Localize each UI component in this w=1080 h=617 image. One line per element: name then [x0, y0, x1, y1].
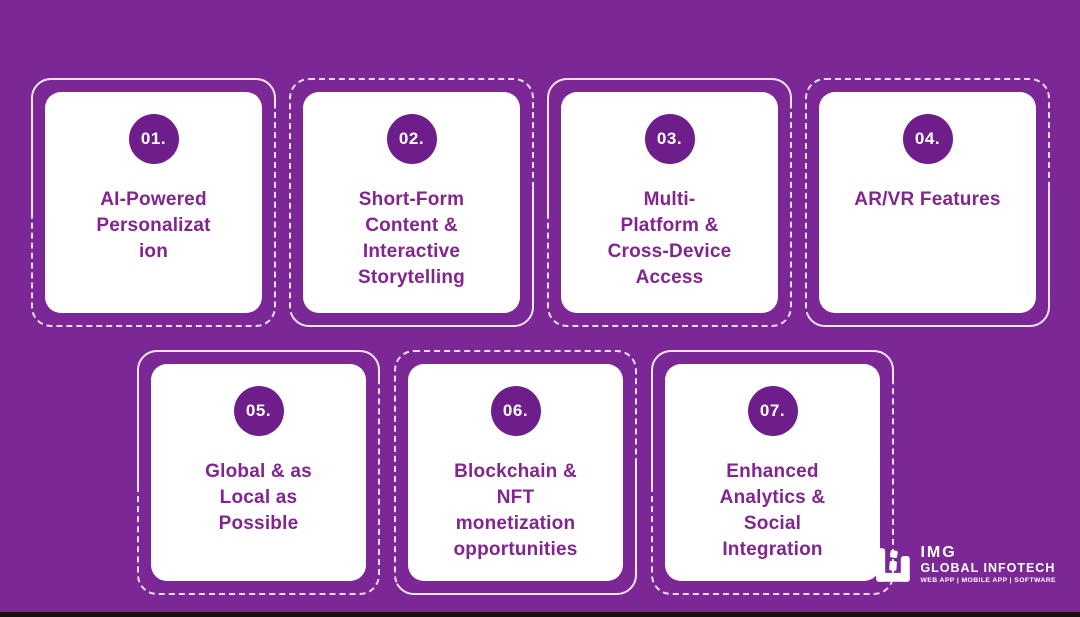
card-number: 01.: [140, 129, 167, 148]
feature-card-6: 06. Blockchain & NFT monetization opport…: [394, 350, 637, 595]
card-frame-dashed-border: [547, 107, 792, 327]
card-number: 05.: [245, 401, 272, 420]
card-number-badge: 05.: [233, 386, 284, 436]
card-body: 06. Blockchain & NFT monetization opport…: [408, 364, 623, 581]
card-number: 06.: [502, 401, 529, 420]
card-number: 04.: [914, 129, 941, 148]
feature-card-7: 07. Enhanced Analytics & Social Integrat…: [651, 350, 894, 595]
card-body: 04. AR/VR Features: [819, 92, 1036, 313]
card-title: Enhanced Analytics & Social Integration: [719, 461, 826, 560]
card-title: Global & as Local as Possible: [205, 461, 312, 534]
bottom-letterbox-bar: [0, 612, 1080, 617]
card-frame-dashed-border: [651, 379, 894, 595]
card-frame-dashed-border: [137, 379, 380, 595]
logo-tagline: WEB APP | MOBILE APP | SOFTWARE: [920, 577, 1056, 584]
card-number-badge: 07.: [747, 386, 798, 436]
card-frame-dashed-border: [31, 107, 276, 327]
card-body: 03. Multi- Platform & Cross-Device Acces…: [561, 92, 778, 313]
card-number: 07.: [759, 401, 786, 420]
img-global-infotech-logo-icon: [874, 545, 912, 585]
card-number-badge: 06.: [490, 386, 541, 436]
feature-card-4: 04. AR/VR Features: [805, 78, 1050, 327]
feature-card-1: 01. AI-Powered Personalizat ion: [31, 78, 276, 327]
card-body: 05. Global & as Local as Possible: [151, 364, 366, 581]
card-number-badge: 03.: [644, 114, 695, 164]
card-title: Short-Form Content & Interactive Storyte…: [358, 189, 465, 288]
card-title: Multi- Platform & Cross-Device Access: [607, 189, 732, 288]
feature-card-5: 05. Global & as Local as Possible: [137, 350, 380, 595]
card-body: 02. Short-Form Content & Interactive Sto…: [303, 92, 520, 313]
logo-text: IMG GLOBAL INFOTECH WEB APP | MOBILE APP…: [920, 545, 1056, 585]
img-global-infotech-logo: IMG GLOBAL INFOTECH WEB APP | MOBILE APP…: [874, 545, 1056, 585]
card-number: 03.: [656, 129, 683, 148]
card-title: Blockchain & NFT monetization opportunit…: [453, 461, 578, 560]
feature-card-2: 02. Short-Form Content & Interactive Sto…: [289, 78, 534, 327]
card-number-badge: 02.: [386, 114, 437, 164]
logo-name: IMG: [920, 544, 957, 561]
card-number: 02.: [398, 129, 425, 148]
card-body: 07. Enhanced Analytics & Social Integrat…: [665, 364, 880, 581]
card-title: AR/VR Features: [854, 189, 1001, 210]
card-number-badge: 04.: [902, 114, 953, 164]
card-title: AI-Powered Personalizat ion: [96, 189, 211, 262]
feature-card-3: 03. Multi- Platform & Cross-Device Acces…: [547, 78, 792, 327]
card-body: 01. AI-Powered Personalizat ion: [45, 92, 262, 313]
card-number-badge: 01.: [128, 114, 179, 164]
logo-company: GLOBAL INFOTECH: [920, 561, 1056, 575]
